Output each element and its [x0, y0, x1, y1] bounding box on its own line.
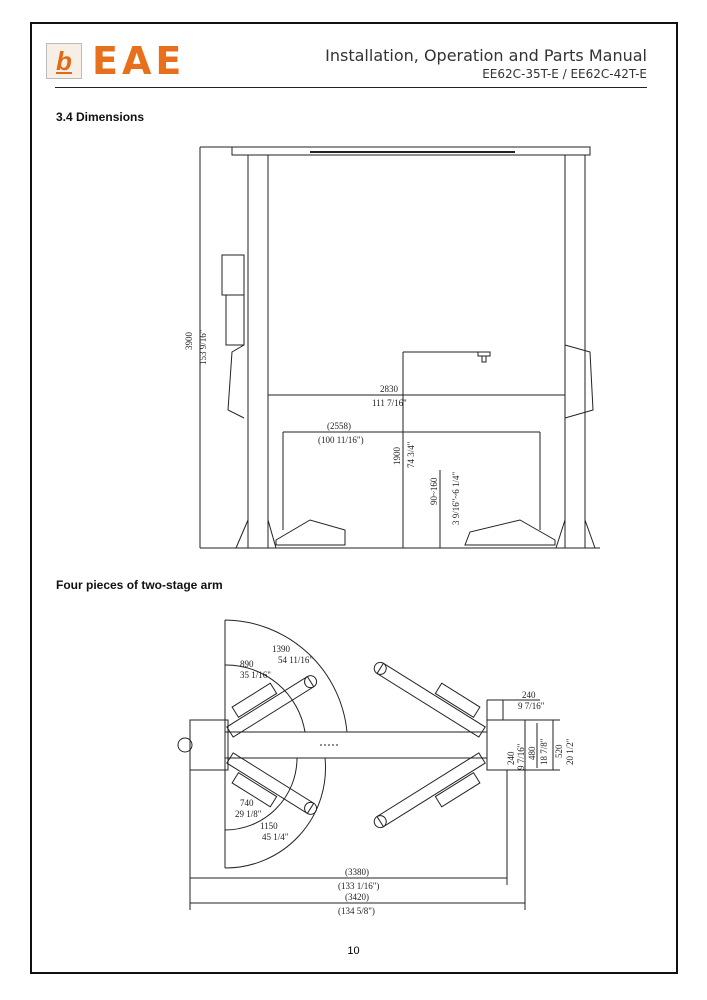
depth-520-mm: 520 [554, 744, 564, 758]
overall-width-2-mm: (3420) [345, 892, 369, 902]
overall-width-1-mm: (3380) [345, 867, 369, 877]
arm-r4-mm: 1150 [260, 821, 278, 831]
arm-plan-drawing [177, 619, 560, 910]
page-border [30, 22, 678, 974]
logo-text: EAE [92, 39, 186, 83]
subsection-title: Four pieces of two-stage arm [56, 578, 223, 592]
header-divider [55, 87, 647, 88]
offset-in: 9 7/16" [516, 743, 526, 770]
overall-width-1-in: (133 1/16") [338, 881, 379, 891]
header: Installation, Operation and Parts Manual… [325, 46, 647, 81]
column-width-mm: 240 [522, 690, 536, 700]
pad-height-in: 3 9/16"~6 1/4" [451, 471, 461, 525]
lift-height-in: 74 3/4" [406, 441, 416, 468]
page-number: 10 [347, 945, 360, 957]
depth-480-mm: 480 [527, 746, 537, 760]
elevation-dimension-labels: 3900 153 9/16" 2830 111 7/16" (2558) (10… [184, 329, 461, 525]
plan-dimension-labels: 1390 54 11/16" 890 35 1/16" 740 29 1/8" … [235, 644, 575, 916]
arm-r1-in: 54 11/16" [278, 655, 313, 665]
pad-height-mm: 90~160 [429, 477, 439, 505]
arm-r3-mm: 740 [240, 798, 254, 808]
arm-r3-in: 29 1/8" [235, 809, 262, 819]
arm-r2-in: 35 1/16" [240, 670, 271, 680]
inner-width-mm: (2558) [327, 421, 351, 431]
model-numbers: EE62C-35T-E / EE62C-42T-E [482, 67, 647, 81]
manual-title: Installation, Operation and Parts Manual [325, 46, 647, 65]
width-in: 111 7/16" [372, 398, 407, 408]
lift-elevation-drawing [199, 146, 600, 549]
height-mm: 3900 [184, 332, 194, 351]
column-width-in: 9 7/16" [518, 701, 545, 711]
arm-r1-mm: 1390 [272, 644, 291, 654]
height-in: 153 9/16" [198, 329, 208, 365]
logo-mark: b [46, 43, 82, 79]
offset-mm: 240 [506, 751, 516, 765]
depth-480-in: 18 7/8" [539, 738, 549, 765]
depth-520-in: 20 1/2" [565, 738, 575, 765]
section-title: 3.4 Dimensions [56, 110, 145, 124]
eae-logo: b EAE [46, 39, 185, 83]
arm-r2-mm: 890 [240, 659, 254, 669]
lift-height-mm: 1900 [392, 447, 402, 466]
overall-width-2-in: (134 5/8") [338, 906, 375, 916]
arm-r4-in: 45 1/4" [262, 832, 289, 842]
inner-width-in: (100 11/16") [318, 435, 364, 445]
width-mm: 2830 [380, 384, 399, 394]
